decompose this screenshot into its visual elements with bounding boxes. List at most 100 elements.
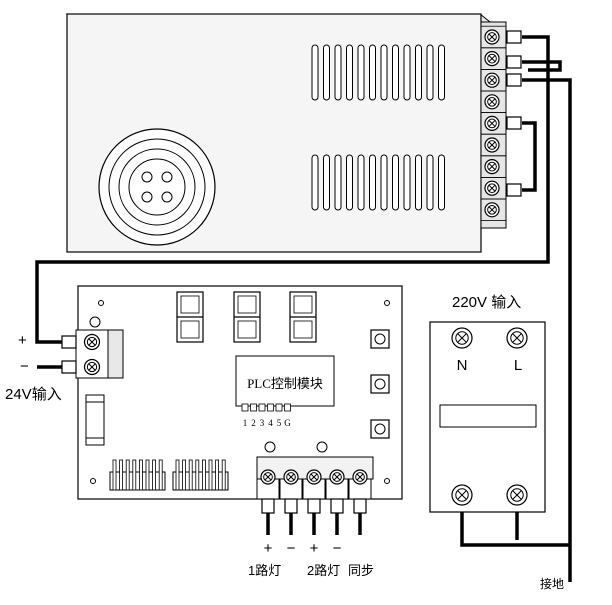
- lead-cap: [261, 498, 275, 514]
- vent-slot: [403, 44, 411, 101]
- screw-icon: [89, 316, 101, 328]
- lead-cap: [506, 30, 522, 44]
- control-button[interactable]: [370, 374, 390, 394]
- control-buttons: [370, 329, 390, 439]
- plc-pin-label: 3: [260, 418, 265, 428]
- vent-slot: [415, 154, 422, 211]
- mounting-hole: [90, 478, 96, 484]
- mounting-hole: [98, 300, 104, 306]
- psu-terminal-screw-icon: [484, 29, 500, 45]
- plc-pin-label: 1: [243, 418, 248, 428]
- control-button[interactable]: [370, 419, 390, 439]
- plc-pin: [284, 403, 291, 412]
- seven-segment-digit: [289, 291, 317, 343]
- control-button[interactable]: [370, 329, 390, 349]
- lead-cap: [506, 116, 522, 130]
- vent-slot: [403, 154, 411, 211]
- wiring: [35, 35, 572, 582]
- plc-pin: [258, 403, 266, 412]
- input-terminal-screw-icon: [83, 333, 101, 351]
- heatsink: [109, 459, 166, 491]
- plc-pin: [250, 403, 257, 412]
- vent-slot: [369, 44, 376, 101]
- vent-slot: [346, 154, 353, 211]
- psu-terminal-screw-icon: [484, 115, 500, 132]
- output-polarity-label: −: [287, 540, 296, 557]
- psu-terminal-screw-icon: [484, 180, 500, 196]
- vent-slot: [323, 44, 330, 101]
- wire-positive-24v: [35, 35, 550, 344]
- screw-icon: [264, 441, 276, 453]
- vent-slot: [380, 44, 388, 101]
- breaker-terminal-screw-icon: [506, 484, 528, 506]
- lead-cap: [506, 73, 522, 87]
- lead-cap: [61, 335, 77, 349]
- vent-slots-lower: [311, 154, 445, 211]
- wire-link-1: [522, 60, 562, 72]
- lead-cap: [330, 498, 344, 514]
- heatsinks: [109, 459, 229, 491]
- wire-link-2: [522, 121, 537, 192]
- vent-slot: [334, 154, 342, 211]
- vent-slot: [357, 154, 365, 211]
- vent-slot: [323, 154, 330, 211]
- psu-terminal-cell: [480, 198, 507, 222]
- plc-pin: [275, 403, 283, 412]
- power-supply-terminals: [480, 25, 507, 222]
- psu-lead-caps: [506, 30, 522, 197]
- plc-module-label: PLC控制模块: [247, 376, 323, 391]
- lead-cap: [353, 498, 367, 514]
- output-terminal-screw-icon: [352, 469, 368, 485]
- output-terminal-screw-icon: [306, 469, 322, 485]
- vent-slot: [392, 154, 399, 211]
- vent-slot: [438, 44, 445, 101]
- vent-slots-upper: [311, 44, 445, 101]
- breaker-terminal-screw-icon: [451, 327, 473, 349]
- output-polarity-labels: +−+−: [264, 540, 342, 557]
- breaker-l-label: L: [514, 357, 522, 374]
- psu-terminal-screw-icon: [484, 202, 500, 218]
- input-terminal-block: [61, 316, 124, 379]
- breaker-window: [439, 404, 537, 428]
- vent-slot: [311, 154, 319, 211]
- vent-slot: [438, 154, 445, 211]
- sync-label: 同步: [348, 563, 374, 578]
- fuse: [85, 394, 105, 446]
- input-24v-label: 24V输入: [5, 386, 62, 403]
- power-supply-unit: [65, 13, 507, 253]
- plc-pin-label: 4: [268, 418, 273, 428]
- input-minus-label: −: [20, 358, 29, 375]
- output-polarity-label: +: [264, 540, 273, 557]
- mounting-hole: [384, 300, 390, 306]
- seven-segment-digit: [176, 291, 204, 343]
- ground-label: 接地: [540, 576, 564, 591]
- psu-terminal-screw-icon: [484, 72, 500, 88]
- psu-terminal-screw-icon: [484, 137, 500, 153]
- lamp2-label: 2路灯: [307, 563, 340, 578]
- plc-pin-label: 2: [251, 418, 256, 428]
- output-terminal-screw-icon: [260, 469, 276, 485]
- vent-slot: [392, 44, 399, 101]
- wire-ground: [522, 78, 572, 582]
- output-terminal-block: [256, 441, 374, 535]
- plc-pin: [241, 403, 249, 412]
- vent-slot: [369, 154, 376, 211]
- screw-icon: [316, 441, 328, 453]
- breaker-terminal-screw-icon: [506, 327, 528, 349]
- input-plus-label: +: [18, 332, 27, 349]
- lead-cap: [506, 55, 522, 69]
- psu-terminal-screw-icon: [484, 50, 500, 67]
- vent-slot: [357, 44, 365, 101]
- plc-pin-label: G: [284, 418, 291, 428]
- input-terminal-screw-icon: [83, 358, 101, 376]
- breaker-title: 220V 输入: [452, 294, 521, 311]
- lead-cap: [307, 498, 321, 514]
- plc-pin-label: 5: [277, 418, 282, 428]
- mounting-hole: [384, 478, 390, 484]
- cooling-fan: [98, 128, 216, 246]
- vent-slot: [334, 44, 342, 101]
- seven-segment-displays: [176, 291, 317, 343]
- vent-slot: [426, 44, 434, 101]
- breaker-terminal-screw-icon: [451, 484, 473, 506]
